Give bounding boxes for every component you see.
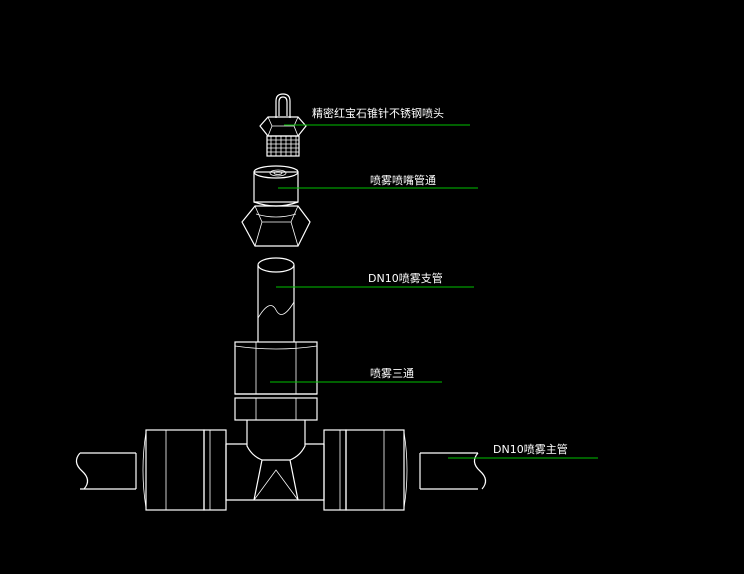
label-tee-text: 喷雾三通 [370,367,414,380]
label-branch-pipe-text: DN10喷雾支管 [368,271,443,285]
tee-fitting-part [225,341,325,501]
label-tee: 喷雾三通 [270,367,442,383]
right-union-part [323,429,408,511]
label-main-pipe: DN10喷雾主管 [448,442,598,459]
label-branch-pipe: DN10喷雾支管 [276,271,474,288]
label-main-pipe-text: DN10喷雾主管 [493,442,568,456]
label-nozzle-fitting-text: 喷雾喷嘴管通 [370,173,436,187]
branch-pipe-part [257,257,295,342]
label-nozzle-fitting: 喷雾喷嘴管通 [278,173,478,189]
nozzle-fitting-part [241,165,311,247]
left-union-part [142,429,227,511]
label-nozzle-text: 精密红宝石锥针不锈钢喷头 [312,106,444,120]
label-nozzle: 精密红宝石锥针不锈钢喷头 [284,106,470,126]
main-pipe-left [75,452,137,490]
nozzle-part [259,93,307,157]
